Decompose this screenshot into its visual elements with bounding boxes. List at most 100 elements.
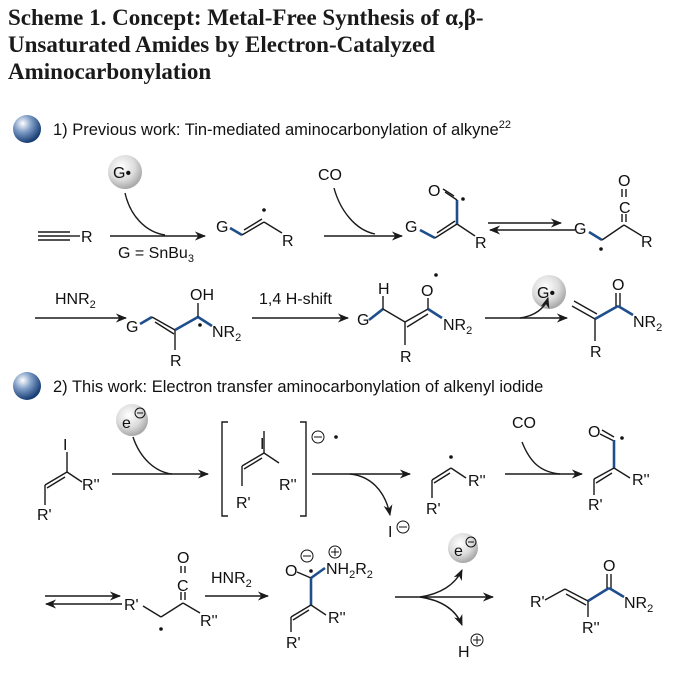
svg-text:C: C bbox=[619, 200, 631, 217]
svg-text:G: G bbox=[405, 219, 417, 236]
section-bullet-icon bbox=[13, 115, 41, 143]
svg-text:R': R' bbox=[37, 507, 52, 524]
electron-sphere-icon bbox=[448, 533, 478, 563]
svg-text:G: G bbox=[216, 219, 228, 236]
svg-text:R: R bbox=[641, 234, 653, 251]
svg-text:NR2: NR2 bbox=[624, 595, 653, 615]
svg-text:R: R bbox=[170, 353, 182, 370]
svg-text:G: G bbox=[574, 221, 586, 238]
svg-text:R': R' bbox=[236, 495, 251, 512]
svg-text:R': R' bbox=[588, 497, 603, 514]
g-radical-sphere-icon bbox=[108, 155, 142, 189]
vinyl-radical: G R bbox=[216, 208, 294, 250]
curved-arrow bbox=[419, 568, 463, 598]
svg-text:O: O bbox=[285, 563, 297, 580]
negative-charge-icon bbox=[465, 536, 477, 548]
g-radical-label: G• bbox=[537, 285, 555, 302]
hnr2-reagent: HNR2 bbox=[211, 570, 252, 590]
curved-arrow bbox=[132, 436, 173, 475]
svg-text:R': R' bbox=[426, 501, 441, 518]
svg-text:G: G bbox=[357, 312, 369, 329]
svg-text:NH2R2: NH2R2 bbox=[326, 561, 373, 581]
vinyl-radical: R' R'' bbox=[426, 455, 486, 518]
svg-text:R'': R'' bbox=[82, 477, 100, 494]
enol-radical: G H R O NR2 bbox=[357, 273, 472, 366]
alkenyl-iodide: I R' R'' bbox=[37, 437, 100, 524]
svg-text:I: I bbox=[63, 437, 67, 454]
section-2: 2) This work: Electron transfer aminocar… bbox=[13, 372, 653, 661]
title-line-1: Scheme 1. Concept: Metal-Free Synthesis … bbox=[8, 5, 484, 30]
svg-text:R'': R'' bbox=[582, 620, 600, 637]
svg-text:R'': R'' bbox=[632, 472, 650, 489]
ketene-radical: G R C O bbox=[574, 173, 653, 251]
svg-text:O: O bbox=[177, 550, 189, 567]
electron-label: e bbox=[122, 415, 131, 432]
section-bullet-icon bbox=[13, 372, 41, 400]
iodide-leaving: I bbox=[388, 524, 392, 541]
title-line-3: Aminocarbonylation bbox=[8, 59, 212, 84]
svg-text:R'': R'' bbox=[279, 477, 297, 494]
svg-text:O: O bbox=[428, 183, 440, 200]
svg-text:NR2: NR2 bbox=[212, 324, 241, 344]
electron-label: e bbox=[454, 543, 463, 560]
svg-text:O: O bbox=[588, 424, 600, 441]
radical-anion: I R' R'' bbox=[221, 421, 338, 517]
svg-text:R'': R'' bbox=[468, 473, 486, 490]
svg-text:R': R' bbox=[530, 594, 545, 611]
unsaturated-amide-product: R' R'' O NR2 bbox=[530, 558, 653, 637]
scheme-title: Scheme 1. Concept: Metal-Free Synthesis … bbox=[8, 4, 688, 85]
svg-text:R': R' bbox=[286, 635, 301, 652]
curved-arrow bbox=[124, 192, 166, 236]
co-reagent: CO bbox=[512, 415, 536, 432]
alpha-amino-radical: G R OH NR2 bbox=[126, 287, 241, 370]
curved-arrow bbox=[521, 441, 561, 475]
g-radical-label: G• bbox=[113, 165, 131, 182]
curved-arrow bbox=[349, 473, 393, 517]
title-line-2: Unsaturated Amides by Electron-Catalyzed bbox=[8, 32, 435, 57]
hnr2-reagent: HNR2 bbox=[55, 291, 96, 311]
zwitterionic-radical: O NH2R2 R' R'' bbox=[285, 545, 373, 652]
svg-text:O: O bbox=[603, 558, 615, 575]
svg-text:R': R' bbox=[124, 597, 139, 614]
negative-charge-icon bbox=[300, 549, 314, 563]
svg-text:R'': R'' bbox=[200, 613, 218, 630]
svg-text:C: C bbox=[177, 578, 189, 595]
svg-text:R'': R'' bbox=[328, 610, 346, 627]
g-radical-sphere-icon bbox=[532, 275, 566, 309]
section-2-heading: 2) This work: Electron transfer aminocar… bbox=[53, 378, 543, 396]
electron-sphere-icon bbox=[116, 404, 148, 436]
section-1-heading: 1) Previous work: Tin-mediated aminocarb… bbox=[53, 119, 511, 139]
svg-text:R: R bbox=[282, 233, 294, 250]
svg-text:NR2: NR2 bbox=[633, 314, 662, 334]
co-reagent: CO bbox=[318, 167, 342, 184]
h-shift-label: 1,4 H-shift bbox=[259, 291, 332, 308]
curved-arrow bbox=[333, 187, 376, 235]
curved-arrow bbox=[419, 596, 463, 627]
g-definition: G = SnBu3 bbox=[118, 245, 194, 265]
svg-text:R: R bbox=[400, 349, 412, 366]
positive-charge-icon bbox=[470, 633, 484, 647]
svg-text:G: G bbox=[126, 319, 138, 336]
svg-text:O: O bbox=[618, 173, 630, 190]
svg-text:H: H bbox=[378, 281, 390, 298]
negative-charge-icon bbox=[311, 430, 325, 444]
svg-text:R: R bbox=[475, 235, 487, 252]
alkyne: R bbox=[38, 229, 93, 246]
svg-text:I: I bbox=[260, 436, 264, 453]
positive-charge-icon bbox=[328, 545, 342, 559]
acrylamide-product: R O NR2 bbox=[571, 277, 662, 361]
svg-text:NR2: NR2 bbox=[443, 317, 472, 337]
proton-label: H bbox=[458, 644, 470, 661]
svg-text:R: R bbox=[590, 344, 602, 361]
svg-text:O: O bbox=[612, 277, 624, 294]
ketene-radical: R' R'' C O bbox=[124, 550, 218, 631]
acyl-radical: G O R bbox=[405, 183, 487, 252]
svg-text:OH: OH bbox=[190, 287, 214, 304]
acyl-radical: O R' R'' bbox=[588, 424, 650, 514]
svg-text:R: R bbox=[81, 229, 93, 246]
svg-text:O: O bbox=[421, 283, 433, 300]
section-1: 1) Previous work: Tin-mediated aminocarb… bbox=[13, 115, 662, 370]
negative-charge-icon bbox=[396, 520, 410, 534]
negative-charge-icon bbox=[134, 407, 146, 419]
